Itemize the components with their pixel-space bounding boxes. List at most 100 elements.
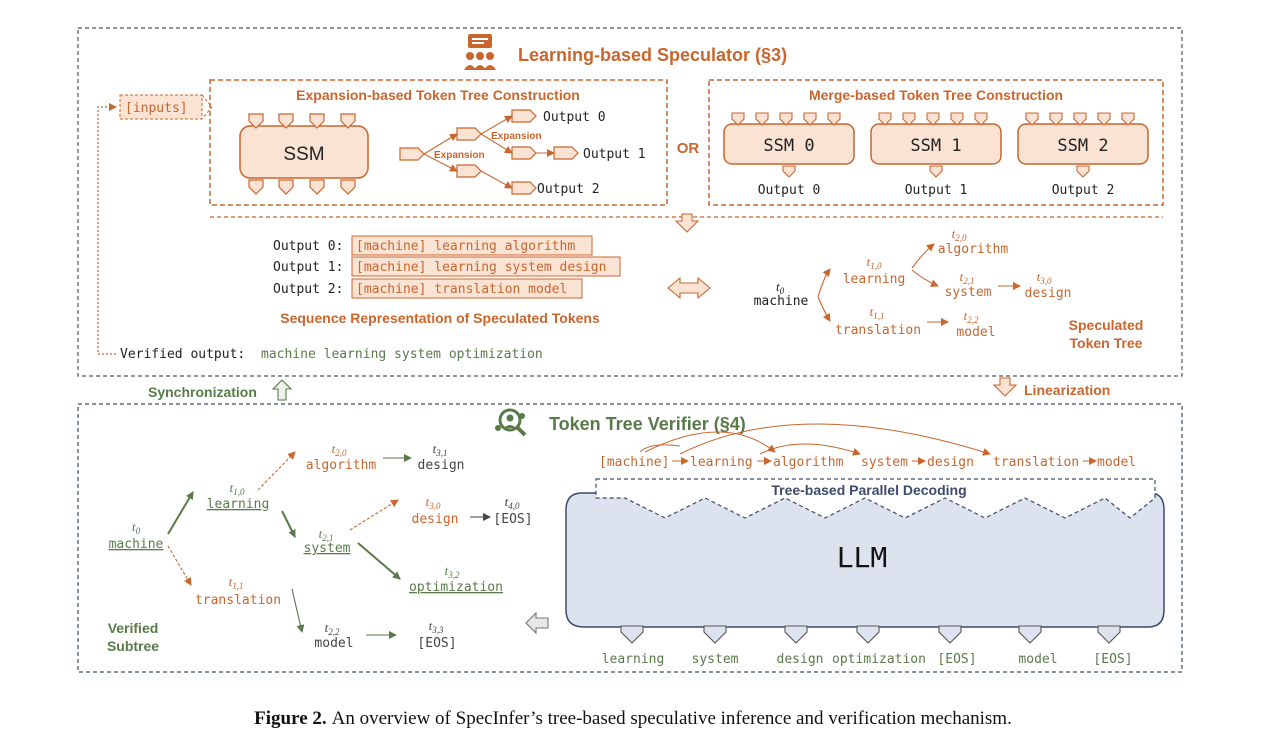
ver-node-4: t3,1 [433,441,448,458]
ver-node-6: t3,0 [426,494,441,511]
ver-node-4-t: t [433,441,437,456]
spec-node-0-sub: 0 [780,286,785,296]
spec-node-1-sub: 1,0 [870,261,882,271]
spec-node-1: t1,0 [867,254,882,271]
linearization-label: Linearization [1024,382,1110,398]
ver-node-5-t: t [319,526,323,541]
llm-output-1: system [692,652,739,667]
ver-node-8: t3,2 [445,563,460,580]
ver-node-4-sub: 3,1 [435,448,447,458]
ver-node-10-t: t [429,618,433,633]
ssm-2-block [1017,112,1149,165]
ver-node-6-t: t [426,494,430,509]
spec-node-6-sub: 2,2 [967,315,979,325]
verified-subtree-caption-1: Verified [108,620,159,636]
seq-token-4: design [927,455,974,470]
ssm-2-label: SSM 2 [1057,136,1108,156]
left-arrow-icon [525,611,549,635]
ver-node-9: t2,2 [325,620,340,637]
inputs-label: [inputs] [125,101,188,116]
sequence-label-2: Output 2: [273,282,343,297]
spec-node-3: t2,0 [952,226,967,243]
spec-node-5: t3,0 [1037,269,1052,286]
parallel-decoding-title: Tree-based Parallel Decoding [771,482,966,498]
verifier-title: Token Tree Verifier (§4) [549,414,746,434]
sequence-value-0: [machine] learning algorithm [356,239,575,254]
or-label: OR [677,140,700,157]
ver-node-0-sub: 0 [136,526,141,536]
spec-node-6: t2,2 [964,308,979,325]
sequence-value-1: [machine] learning system design [356,260,606,275]
ver-node-7-word: [EOS] [493,512,532,527]
llm-label: LLM [837,541,888,574]
expansion-box [209,79,668,206]
llm-output-5: model [1018,652,1057,667]
spec-node-2-t: t [870,304,874,319]
seq-token-6: model [1097,455,1136,470]
verified-output-label: Verified output: [120,347,245,362]
seq-token-0: [machine] [599,455,669,470]
ver-node-10-word: [EOS] [417,636,456,651]
ver-node-9-word: model [314,636,353,651]
spec-node-0: t0 [776,279,785,296]
spec-node-5-sub: 3,0 [1039,276,1052,286]
spec-node-4-t: t [960,269,964,284]
spec-node-3-word: algorithm [938,242,1009,257]
merge-output-2: Output 2 [1052,183,1115,198]
ver-node-3: t2,0 [332,441,347,458]
spec-node-2: t1,1 [870,304,885,321]
figure-caption-text: An overview of SpecInfer’s tree-based sp… [332,708,1012,729]
inputs-box [119,94,203,120]
spec-node-4: t2,1 [960,269,975,286]
ver-node-5-sub: 2,1 [322,533,333,543]
expansion-tree [399,109,579,195]
sequence-value-2: [machine] translation model [356,282,567,297]
linearization-arrow-icon [992,377,1018,397]
llm-output-3: optimization [832,652,926,667]
ver-node-8-word: optimization [409,580,503,595]
merge-output-1: Output 1 [905,183,968,198]
ver-node-9-sub: 2,2 [328,627,340,637]
sequence-caption: Sequence Representation of Speculated To… [280,310,600,326]
ssm-0-block [723,112,855,165]
ver-node-7-t: t [505,494,509,509]
spec-tree-caption-2: Token Tree [1070,335,1143,351]
ver-node-1: t1,0 [230,480,245,497]
up-arrow-icon [271,379,293,401]
speculator-title: Learning-based Speculator (§3) [518,45,787,65]
verifier-sequence: [machine] learning algorithm system desi… [599,423,1136,470]
ver-node-3-sub: 2,0 [335,448,347,458]
ver-node-10-sub: 3,3 [431,625,444,635]
ver-node-0-word: machine [109,537,164,552]
spec-node-6-word: model [956,325,995,340]
spec-node-5-t: t [1037,269,1041,284]
spec-node-3-t: t [952,226,956,241]
ver-node-2-sub: 1,1 [232,581,243,591]
ver-node-6-sub: 3,0 [428,501,441,511]
spec-node-0-t: t [776,279,780,294]
merge-box [708,79,1164,206]
ver-node-1-sub: 1,0 [233,487,245,497]
ver-node-8-t: t [445,563,449,578]
ver-node-4-word: design [418,458,465,473]
figure-caption-label: Figure 2. [254,708,326,729]
spec-node-2-sub: 1,1 [873,311,884,321]
ver-node-7: t4,0 [505,494,520,511]
seq-token-2: algorithm [773,455,844,470]
merge-output-0: Output 0 [758,183,821,198]
ver-node-0: t0 [132,519,141,536]
ver-node-0-t: t [132,519,136,534]
ssm-1-block [870,112,1002,165]
ssm-block [239,113,369,195]
ver-node-2: t1,1 [229,574,244,591]
ver-node-5: t2,1 [319,526,334,543]
spec-node-3-sub: 2,0 [955,233,967,243]
sync-label: Synchronization [148,384,257,400]
feedback-dotted-line [97,103,117,355]
sequence-label-1: Output 1: [273,260,343,275]
magnifier-group-icon [495,408,527,437]
ver-node-8-sub: 3,2 [447,570,460,580]
ver-node-9-t: t [325,620,329,635]
expansion-output-1: Output 1 [583,147,646,162]
expansion-label-1: Expansion [434,150,485,161]
